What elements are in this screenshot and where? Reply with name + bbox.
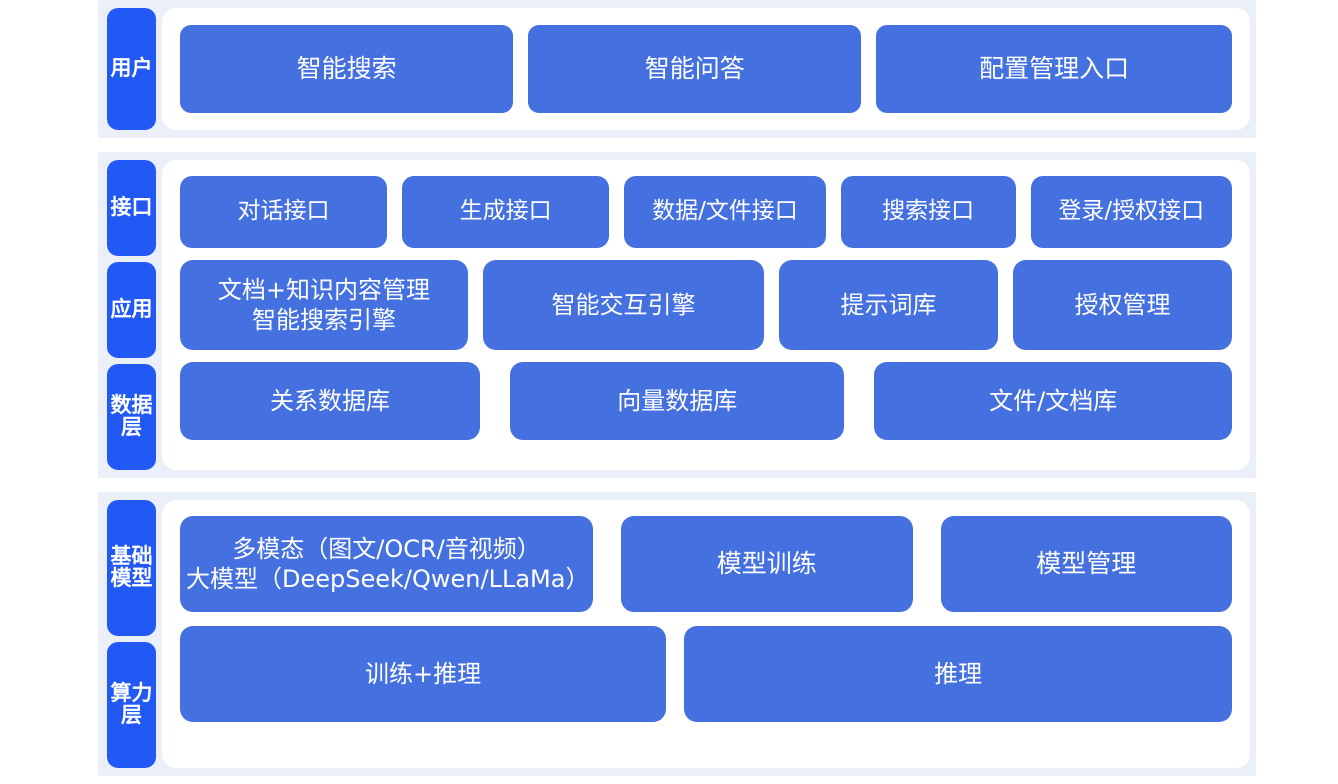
- box-model-management[interactable]: 模型管理: [940, 516, 1233, 612]
- box-config-management-entry[interactable]: 配置管理入口: [876, 25, 1232, 113]
- box-authorization-management[interactable]: 授权管理: [1013, 260, 1233, 350]
- layer-badge-application[interactable]: 应用: [107, 262, 156, 358]
- box-file-document-store[interactable]: 文件/文档库: [874, 362, 1232, 440]
- row-users: 智能搜索 智能问答 配置管理入口: [180, 25, 1232, 113]
- box-login-auth-interface[interactable]: 登录/授权接口: [1030, 176, 1232, 248]
- row-application: 文档+知识内容管理 智能搜索引擎 智能交互引擎 提示词库 授权管理: [180, 260, 1233, 350]
- layer-badge-compute[interactable]: 算力层: [107, 642, 156, 768]
- box-training-inference[interactable]: 训练+推理: [180, 626, 667, 722]
- section-base: 基础模型 算力层 多模态（图文/OCR/音视频） 大模型（DeepSeek/Qw…: [98, 492, 1256, 776]
- layer-badge-interface[interactable]: 接口: [107, 160, 156, 256]
- box-generation-interface[interactable]: 生成接口: [402, 176, 610, 248]
- box-data-file-interface[interactable]: 数据/文件接口: [624, 176, 826, 248]
- row-data: 关系数据库 向量数据库 文件/文档库: [180, 362, 1232, 440]
- box-multimodal-large-model[interactable]: 多模态（图文/OCR/音视频） 大模型（DeepSeek/Qwen/LLaMa）: [180, 516, 594, 612]
- row-compute: 训练+推理 推理: [180, 626, 1232, 722]
- box-intelligent-qa[interactable]: 智能问答: [528, 25, 862, 113]
- box-intelligent-search[interactable]: 智能搜索: [180, 25, 514, 113]
- box-prompt-library[interactable]: 提示词库: [779, 260, 999, 350]
- box-relational-database[interactable]: 关系数据库: [180, 362, 480, 440]
- box-search-interface[interactable]: 搜索接口: [840, 176, 1016, 248]
- card-users: 智能搜索 智能问答 配置管理入口: [162, 8, 1250, 130]
- box-intelligent-interaction-engine[interactable]: 智能交互引擎: [482, 260, 765, 350]
- layer-badge-users[interactable]: 用户: [107, 8, 156, 130]
- layer-rail-users: 用户: [98, 0, 156, 138]
- card-middle: 对话接口 生成接口 数据/文件接口 搜索接口 登录/授权接口 文档+知识内容管理…: [162, 160, 1250, 470]
- box-inference[interactable]: 推理: [684, 626, 1232, 722]
- layer-rail-base: 基础模型 算力层: [98, 492, 156, 776]
- layer-badge-data[interactable]: 数据层: [107, 364, 156, 470]
- row-foundation-model: 多模态（图文/OCR/音视频） 大模型（DeepSeek/Qwen/LLaMa）…: [180, 516, 1233, 612]
- box-vector-database[interactable]: 向量数据库: [509, 362, 845, 440]
- card-base: 多模态（图文/OCR/音视频） 大模型（DeepSeek/Qwen/LLaMa）…: [162, 500, 1250, 768]
- row-interface: 对话接口 生成接口 数据/文件接口 搜索接口 登录/授权接口: [180, 176, 1232, 248]
- layer-badge-foundation-model[interactable]: 基础模型: [107, 500, 156, 636]
- layer-rail-middle: 接口 应用 数据层: [98, 152, 156, 478]
- box-document-knowledge-management[interactable]: 文档+知识内容管理 智能搜索引擎: [180, 260, 468, 350]
- box-model-training[interactable]: 模型训练: [621, 516, 913, 612]
- section-users: 用户 智能搜索 智能问答 配置管理入口: [98, 0, 1256, 138]
- section-middle: 接口 应用 数据层 对话接口 生成接口 数据/文件接口 搜索接口 登录/授权接口…: [98, 152, 1256, 478]
- box-dialog-interface[interactable]: 对话接口: [180, 176, 388, 248]
